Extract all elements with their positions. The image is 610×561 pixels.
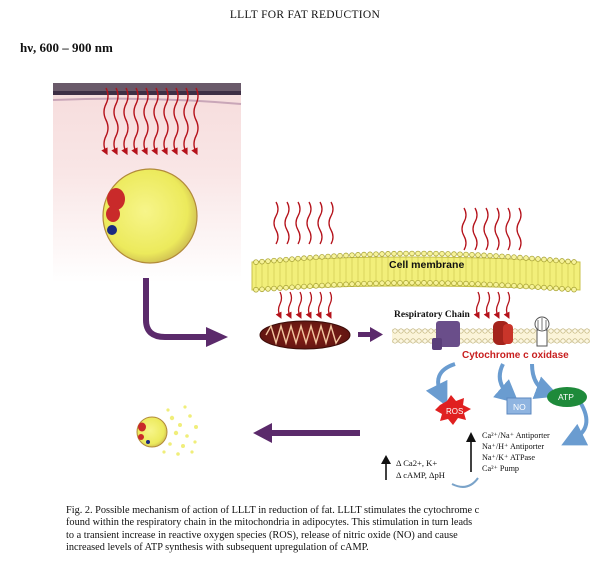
ion-up-arrow [381,455,391,480]
pump-up-arrow [466,432,476,472]
wavelength-label: hν, 600 – 900 nm [20,40,113,55]
complex-purple [432,321,460,350]
membrane-laser-rays-left [273,201,334,245]
pump-4: Ca²⁺ Pump [482,464,519,473]
caption-line: to a transient increase in reactive oxyg… [66,529,458,541]
respiratory-chain-label: Respiratory Chain [394,310,470,320]
adipocyte-large [102,168,198,264]
membrane-laser-rays-right [461,207,522,251]
atp-ellipse [547,387,587,407]
purple-return-arrow [253,423,360,443]
purple-arrow-to-chain [358,327,383,342]
complex-red [493,321,513,345]
lipid-droplets [162,405,198,456]
figure-caption: Fig. 2. Possible mechanism of action of … [66,505,556,555]
mechanism-figure: Cell membrane Respiratory Chain [52,83,590,488]
pump-2: Na⁺/H⁺ Antiporter [482,442,544,451]
cell-membrane-label: Cell membrane [389,259,464,271]
running-title: LLLT FOR FAT REDUCTION [229,9,381,21]
cytochrome-label: Cytochrome c oxidase [462,350,569,361]
cell-membrane [251,250,581,293]
caption-line: Fig. 2. Possible mechanism of action of … [66,505,480,516]
caption-line: increased levels of ATP synthesis with s… [66,542,369,554]
complex-atp-synthase [534,316,550,347]
gray-return-arrow [451,477,479,488]
ros-label: ROS [446,407,463,416]
rays-below-membrane-left [275,291,333,319]
atp-label: ATP [558,392,574,402]
ros-burst [435,395,471,425]
ion-effect-1: Δ Ca2+, K+ [396,458,437,468]
caption-line: found within the respiratory chain in th… [66,517,473,529]
blue-arrows [425,362,589,446]
no-label: NO [513,402,526,412]
respiratory-chain-membrane [392,328,590,344]
mitochondrion [259,320,351,350]
rays-below-membrane-right [473,291,511,319]
pump-3: Na⁺/K⁺ ATPase [482,453,535,462]
pump-1: Ca²⁺/Na⁺ Antiporter [482,431,550,440]
no-box [506,397,532,415]
ion-effect-2: Δ cAMP, ΔpH [396,470,445,480]
purple-arrow-to-mitochondrion [143,278,228,347]
adipocyte-small [136,416,168,448]
skin-laser-rays [101,87,199,156]
